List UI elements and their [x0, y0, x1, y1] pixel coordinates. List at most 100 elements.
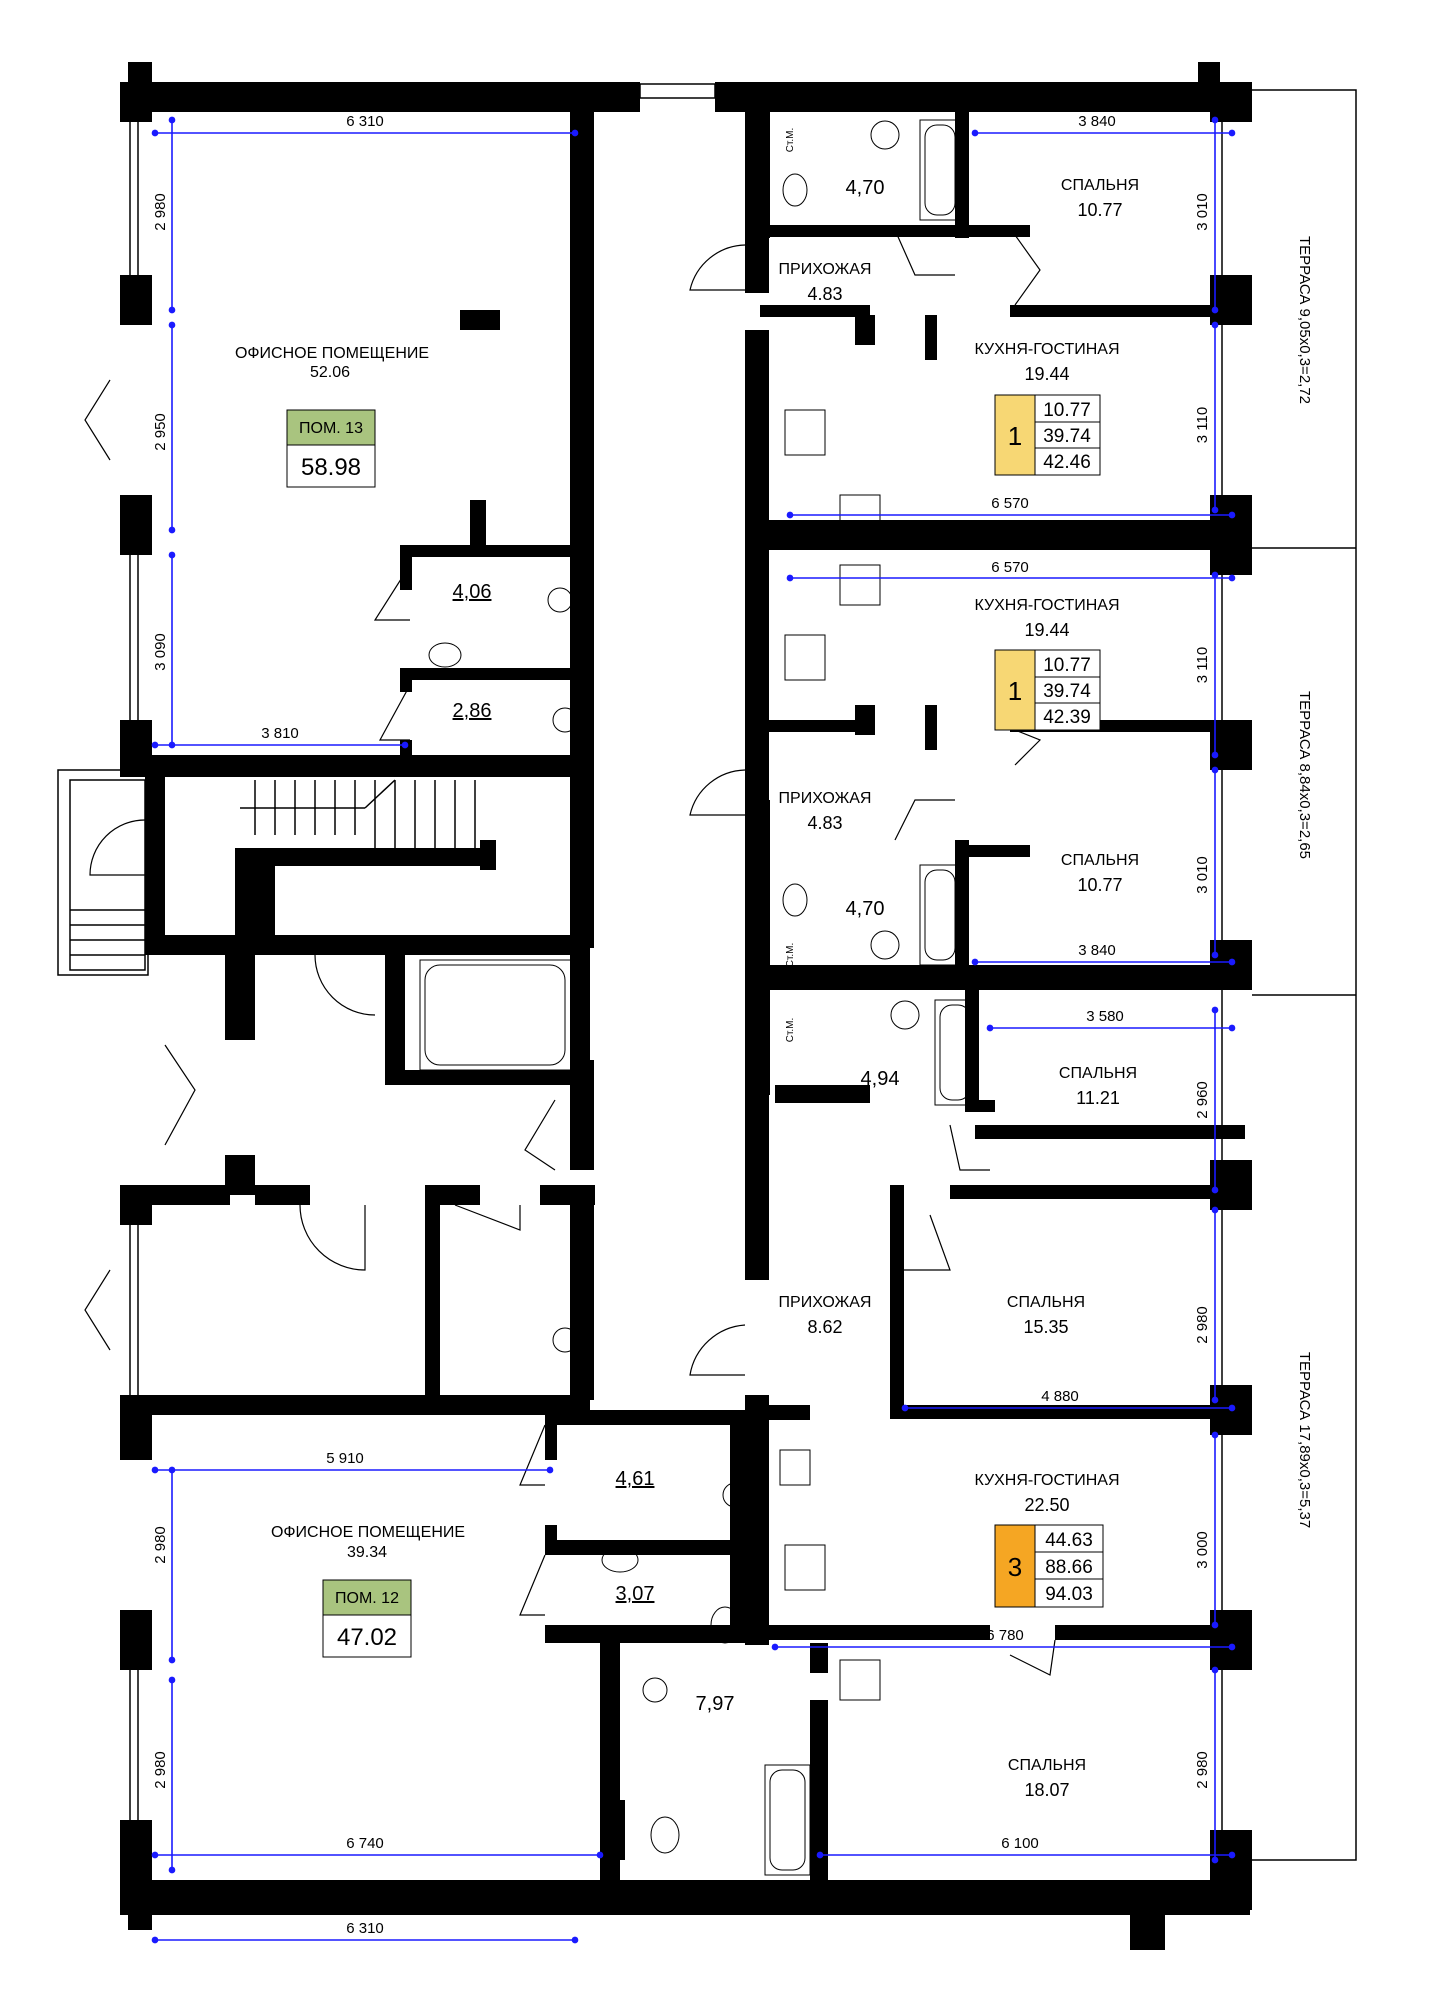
room-area: 19.44 [1024, 364, 1069, 384]
apt-badge-3: 3 44.63 88.66 94.03 [994, 1524, 1104, 1608]
room-area: 4.83 [807, 284, 842, 304]
room-name: ПРИХОЖАЯ [779, 1294, 872, 1311]
dim-label: 2 980 [152, 1751, 169, 1789]
dim-label: 3 110 [1194, 647, 1211, 683]
pom-label-box [322, 1579, 412, 1616]
room-area: 19.44 [1024, 620, 1069, 640]
bath-area: 4,70 [846, 177, 885, 199]
apt-living: 44.63 [1045, 1530, 1093, 1551]
apt-rooms: 1 [1008, 676, 1022, 706]
pom-total: 47.02 [337, 1624, 397, 1651]
apt-badge-1: 1 10.77 39.74 42.46 [994, 394, 1101, 476]
dim-label: 3 810 [261, 725, 299, 742]
room-area: 15.35 [1023, 1317, 1068, 1337]
dim-label: 3 010 [1194, 856, 1211, 894]
bath-area: 7,97 [696, 1693, 735, 1715]
apt-badge-2: 1 10.77 39.74 42.39 [994, 649, 1101, 731]
dim-label: 6 310 [346, 1920, 384, 1937]
pom-label: ПОМ. 13 [299, 420, 363, 437]
room-area: 52.06 [310, 364, 350, 381]
apt-full: 94.03 [1045, 1584, 1093, 1605]
dim-label: 6 570 [991, 559, 1029, 576]
dim-label: 2 980 [152, 193, 169, 231]
appliance-label: Ст.М. [785, 943, 796, 968]
dim-label: 3 010 [1194, 193, 1211, 231]
dim-label: 3 090 [152, 633, 169, 671]
pom-total-box [322, 1614, 412, 1658]
room-name: КУХНЯ-ГОСТИНАЯ [974, 597, 1119, 614]
doors [84, 229, 1056, 1676]
room-name: ПРИХОЖАЯ [779, 790, 872, 807]
wc-area: 3,07 [616, 1583, 655, 1605]
dim-label: 2 980 [1194, 1306, 1211, 1344]
room-name: ОФИСНОЕ ПОМЕЩЕНИЕ [271, 1524, 465, 1541]
pom-total-box [286, 444, 376, 488]
wc-area: 2,86 [453, 700, 492, 722]
room-name: ПРИХОЖАЯ [779, 261, 872, 278]
apt-full: 42.46 [1043, 452, 1091, 473]
apt-total: 39.74 [1043, 681, 1091, 702]
room-name: КУХНЯ-ГОСТИНАЯ [974, 341, 1119, 358]
apt-full: 42.39 [1043, 707, 1091, 728]
apt-rooms: 3 [1008, 1552, 1022, 1582]
apt-living: 10.77 [1043, 655, 1091, 676]
room-area: 8.62 [807, 1317, 842, 1337]
room-area: 18.07 [1024, 1780, 1069, 1800]
pom-label-box [286, 409, 376, 446]
dim-label: 2 960 [1194, 1081, 1211, 1119]
terrace-label: ТЕРРАСА 9,05х0,3=2,72 [1296, 236, 1313, 404]
wc-area: 4,06 [453, 581, 492, 603]
office-13: ОФИСНОЕ ПОМЕЩЕНИЕ 52.06 ПОМ. 13 58.98 4,… [235, 345, 492, 722]
apt-total: 39.74 [1043, 426, 1091, 447]
room-name: СПАЛЬНЯ [1061, 852, 1139, 869]
dimension-labels: 6 310 2 980 2 950 3 090 3 810 5 910 2 98… [152, 113, 1211, 1937]
appliance-label: Ст.М. [785, 128, 796, 153]
room-name: ОФИСНОЕ ПОМЕЩЕНИЕ [235, 345, 429, 362]
bath-area: 4,70 [846, 898, 885, 920]
windows-and-outlines [57, 83, 1357, 1861]
dim-label: 2 980 [152, 1526, 169, 1564]
dim-label: 3 840 [1078, 942, 1116, 959]
wc-area: 4,61 [616, 1468, 655, 1490]
dim-label: 6 570 [991, 495, 1029, 512]
room-area: 39.34 [347, 1544, 387, 1561]
room-name: СПАЛЬНЯ [1061, 177, 1139, 194]
room-area: 10.77 [1077, 875, 1122, 895]
dimension-lines [151, 116, 1236, 1944]
dim-label: 5 910 [326, 1450, 364, 1467]
dim-label: 6 100 [1001, 1835, 1039, 1852]
room-area: 22.50 [1024, 1495, 1069, 1515]
dim-label: 2 980 [1194, 1751, 1211, 1789]
room-area: 4.83 [807, 813, 842, 833]
pom-total: 58.98 [301, 454, 361, 481]
apt-total: 88.66 [1045, 1557, 1093, 1578]
apt-living: 10.77 [1043, 400, 1091, 421]
terraces: ТЕРРАСА 9,05х0,3=2,72 ТЕРРАСА 8,84х0,3=2… [1296, 236, 1313, 1528]
fixtures [419, 119, 976, 1876]
apartment-rooms: СПАЛЬНЯ 10.77 ПРИХОЖАЯ 4.83 КУХНЯ-ГОСТИН… [696, 128, 1140, 1800]
dim-label: 6 780 [986, 1627, 1024, 1644]
walls [120, 62, 1252, 1950]
dim-label: 3 580 [1086, 1008, 1124, 1025]
room-name: СПАЛЬНЯ [1007, 1294, 1085, 1311]
room-name: КУХНЯ-ГОСТИНАЯ [974, 1472, 1119, 1489]
office-12: ОФИСНОЕ ПОМЕЩЕНИЕ 39.34 ПОМ. 12 47.02 4,… [271, 1468, 655, 1658]
appliance-label: Ст.М. [785, 1018, 796, 1043]
room-area: 11.21 [1076, 1088, 1120, 1108]
dim-label: 6 310 [346, 113, 384, 130]
dim-label: 2 950 [152, 413, 169, 451]
dim-label: 3 110 [1194, 407, 1211, 443]
room-name: СПАЛЬНЯ [1008, 1757, 1086, 1774]
dim-label: 3 000 [1194, 1531, 1211, 1569]
dim-label: 3 840 [1078, 113, 1116, 130]
terrace-label: ТЕРРАСА 8,84х0,3=2,65 [1296, 691, 1313, 859]
dim-label: 6 740 [346, 1835, 384, 1852]
room-area: 10.77 [1077, 200, 1122, 220]
pom-label: ПОМ. 12 [335, 1590, 399, 1607]
room-name: СПАЛЬНЯ [1059, 1065, 1137, 1082]
terrace-label: ТЕРРАСА 17,89х0,3=5,37 [1296, 1352, 1313, 1528]
dim-label: 4 880 [1041, 1388, 1079, 1405]
bath-area: 4,94 [861, 1068, 900, 1090]
apt-rooms: 1 [1008, 421, 1022, 451]
